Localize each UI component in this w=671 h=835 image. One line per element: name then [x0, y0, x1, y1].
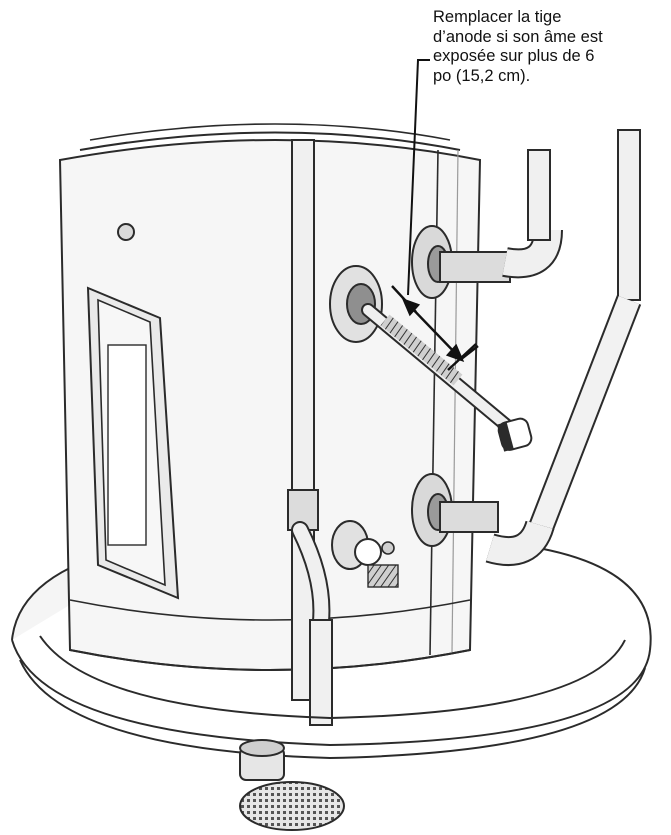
access-panel: [86, 286, 180, 600]
callout-line: exposée sur plus de 6: [433, 47, 595, 65]
callout-line: po (15,2 cm).: [433, 66, 531, 85]
drain-outlet: [239, 739, 285, 781]
drain-pan-front: [11, 635, 651, 760]
screw-icon: [117, 223, 135, 241]
anode-callout-text: Remplacer la tige d’anode si son âme est…: [433, 8, 669, 86]
callout-line: Remplacer la tige: [433, 8, 562, 26]
callout-line: d’anode si son âme est: [433, 27, 603, 46]
side-pipe: [485, 129, 642, 567]
front-pipe: [287, 139, 333, 726]
measurement-arrow: [391, 285, 479, 371]
upper-fitting: [411, 149, 563, 299]
floor-drain-grate: [239, 781, 345, 831]
anode-rod: [329, 265, 533, 452]
callout-leader: [407, 59, 430, 296]
drain-valve: [331, 520, 399, 588]
lower-fitting: [411, 473, 499, 547]
